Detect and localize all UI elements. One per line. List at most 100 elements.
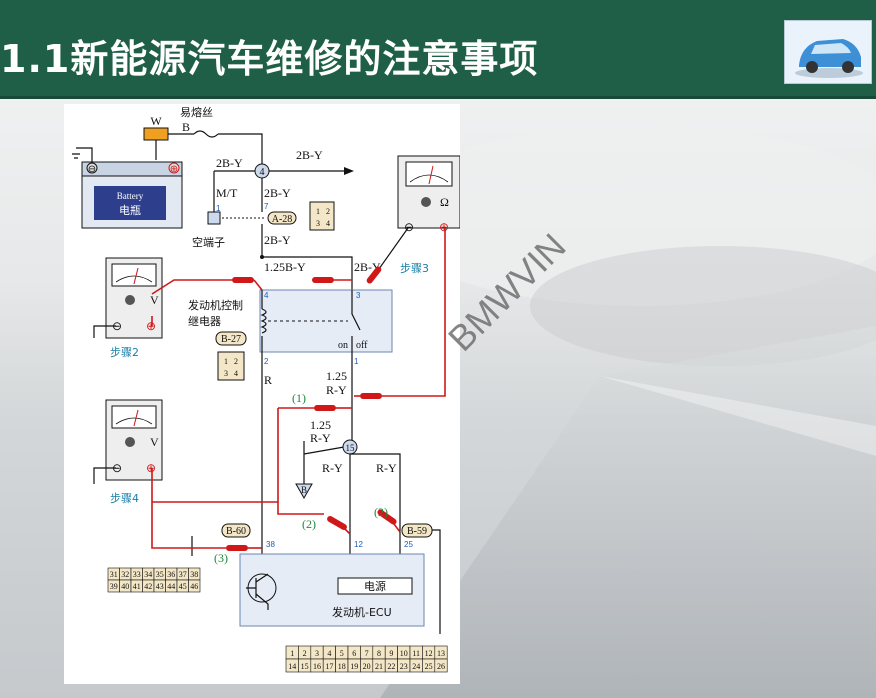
ground-b-icon xyxy=(295,483,313,500)
step4-label: 步骤4 xyxy=(110,492,139,505)
svg-text:3: 3 xyxy=(316,219,320,228)
b59-pin: 8 xyxy=(377,649,381,658)
b59-pin: 1 xyxy=(290,649,294,658)
battery-plus-icon: ⊕ xyxy=(170,164,178,175)
relay-pin-4: 4 xyxy=(264,291,269,300)
relay-coil-icon xyxy=(260,308,267,334)
step2-label: 步骤2 xyxy=(110,346,139,359)
b60-label: B-60 xyxy=(226,526,246,537)
b60-pin: 46 xyxy=(190,582,198,591)
wire-r-label: R xyxy=(264,373,272,387)
b60-pin: 38 xyxy=(190,570,198,579)
b59-pin: 17 xyxy=(325,662,333,671)
b59-pin: 22 xyxy=(387,662,395,671)
ecu-label: 发动机-ECU xyxy=(332,605,392,619)
car-thumbnail-image xyxy=(784,20,872,84)
svg-text:3: 3 xyxy=(224,369,228,378)
b27-label: B-27 xyxy=(221,334,241,345)
empty-terminal-label: 空端子 xyxy=(192,235,225,249)
wire-ry-label-1: R-Y xyxy=(326,383,347,397)
a28-label: A-28 xyxy=(272,214,293,225)
relay-on-label: on xyxy=(338,340,348,351)
b59-pin: 15 xyxy=(301,662,309,671)
b60-pin: 40 xyxy=(121,582,129,591)
relay-label-line1: 发动机控制 xyxy=(188,298,243,312)
wire-2by-right-label: 2B-Y xyxy=(296,148,323,162)
meter-plus-icon-1: ⊕ xyxy=(146,319,156,333)
connector-b60 xyxy=(221,523,251,538)
multimeter-step3: Ω ⊖ ⊕ xyxy=(397,155,460,234)
node-4-label: 4 xyxy=(260,167,265,178)
connector-a28 xyxy=(267,211,297,225)
wire-2by-left-label: 2B-Y xyxy=(216,156,243,170)
b59-pin: 26 xyxy=(437,662,445,671)
svg-text:2: 2 xyxy=(234,357,238,366)
svg-text:1: 1 xyxy=(316,207,320,216)
ecu-pin-38: 38 xyxy=(266,540,275,549)
relay-pin-3: 3 xyxy=(356,291,361,300)
multimeter-step2: V ⊖ ⊕ xyxy=(105,257,163,339)
wire-b-label: B xyxy=(182,120,190,134)
empty-terminal-icon xyxy=(207,211,221,225)
fusible-link-icon xyxy=(193,130,219,138)
battery: Battery 电瓶 ⊖ ⊕ xyxy=(72,147,183,229)
b59-pin: 6 xyxy=(352,649,356,658)
meter-v-label-1: V xyxy=(150,293,159,307)
b59-pin: 13 xyxy=(437,649,445,658)
b60-pin: 44 xyxy=(167,582,175,591)
meter-minus-icon-3: ⊖ xyxy=(404,220,414,234)
svg-text:4: 4 xyxy=(234,369,238,378)
node-15-label: 15 xyxy=(346,443,356,453)
wire-2by-mid-label: 2B-Y xyxy=(264,186,291,200)
b59-pin: 4 xyxy=(327,649,331,658)
b59-pin: 11 xyxy=(412,649,420,658)
b60-pin: 45 xyxy=(179,582,187,591)
b59-pin: 5 xyxy=(340,649,344,658)
svg-text:4: 4 xyxy=(326,219,330,228)
ground-b-label: B xyxy=(301,485,307,495)
b60-pin: 31 xyxy=(110,570,118,579)
b59-pin: 7 xyxy=(365,649,369,658)
wire-ry-label-2: R-Y xyxy=(310,431,331,445)
b59-label: B-59 xyxy=(407,526,427,537)
b59-pin: 16 xyxy=(313,662,321,671)
battery-label-cn: 电瓶 xyxy=(119,203,141,217)
probe-2-label-2: (2) xyxy=(374,505,388,519)
a28-connector-face: 1 2 3 4 xyxy=(309,201,335,231)
pin-1-label: 1 xyxy=(216,204,221,213)
wire-ry-label-4: R-Y xyxy=(376,461,397,475)
step3-label: 步骤3 xyxy=(400,262,429,275)
b59-pin: 10 xyxy=(400,649,408,658)
b59-pin: 14 xyxy=(288,662,296,671)
background-road-image xyxy=(380,126,876,698)
wire-2by-lower-label: 2B-Y xyxy=(264,233,291,247)
multimeter-step4: V ⊖ ⊕ xyxy=(105,399,163,481)
fuse-label: 易熔丝 xyxy=(180,105,213,119)
b59-pin: 20 xyxy=(363,662,371,671)
b60-pin: 32 xyxy=(121,570,129,579)
b59-pin: 24 xyxy=(412,662,420,671)
probe-2-label-1: (2) xyxy=(302,517,316,531)
b59-pin: 9 xyxy=(389,649,393,658)
b59-pin: 23 xyxy=(400,662,408,671)
b60-pin: 41 xyxy=(133,582,141,591)
b60-pin: 36 xyxy=(167,570,175,579)
b59-pin: 19 xyxy=(350,662,358,671)
meter-minus-icon-1: ⊖ xyxy=(112,319,122,333)
b60-pin: 35 xyxy=(156,570,164,579)
power-supply-box xyxy=(337,577,413,595)
power-box-label: 电源 xyxy=(364,579,386,593)
b59-pin: 21 xyxy=(375,662,383,671)
probe-3-label: (3) xyxy=(214,551,228,565)
b60-pin: 39 xyxy=(110,582,118,591)
wiring-diagram: Battery 电瓶 ⊖ ⊕ W 易熔丝 B 4 2B-Y 2B-Y M/T 1… xyxy=(72,105,460,673)
slide-title: 1.1新能源汽车维修的注意事项 xyxy=(0,37,539,81)
b59-pin: 12 xyxy=(425,649,433,658)
wire-ry-label-3: R-Y xyxy=(322,461,343,475)
mt-label: M/T xyxy=(216,186,238,200)
b59-pin: 25 xyxy=(425,662,433,671)
b59-pin: 18 xyxy=(338,662,346,671)
meter-plus-icon-3: ⊕ xyxy=(439,220,449,234)
